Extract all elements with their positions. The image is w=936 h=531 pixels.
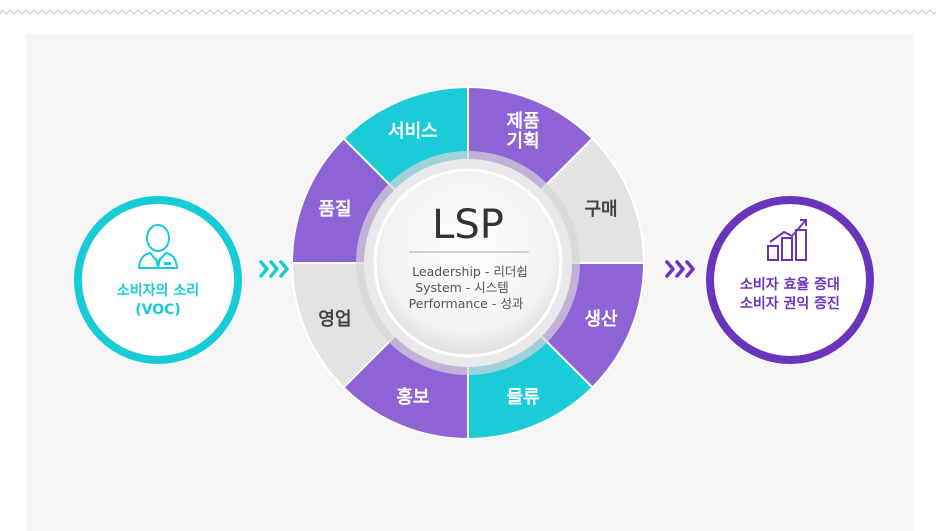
voc-label-line1: 소비자의 소리 — [117, 282, 199, 299]
benefit-label-line1: 소비자 효율 증대 — [740, 276, 840, 293]
center-item-leadership: Leadership - 리더쉽 — [412, 264, 528, 279]
benefit-label-line2: 소비자 권익 증진 — [740, 295, 840, 312]
center-item-system: System - 시스템 — [415, 280, 509, 295]
consumer-person-icon — [137, 224, 179, 269]
center-title: LSP — [432, 202, 504, 248]
segment-label-3-0: 생산 — [584, 309, 618, 330]
segment-label-1-1: 기획 — [507, 131, 540, 152]
voc-label-line2: (VOC) — [135, 302, 181, 318]
right-chevrons-icon — [665, 260, 695, 278]
segment-label-4-0: 물류 — [507, 387, 540, 408]
benefit-circle: 소비자 효율 증대 소비자 권익 증진 — [706, 196, 874, 364]
segment-label-5-0: 홍보 — [396, 386, 429, 408]
segment-label-0-0: 서비스 — [388, 121, 438, 142]
center-item-performance: Performance - 성과 — [409, 296, 524, 311]
left-chevrons-icon — [259, 260, 289, 278]
top-zigzag-border — [0, 9, 936, 15]
segment-label-2-0: 구매 — [584, 199, 617, 220]
growth-bar-chart-icon — [767, 219, 807, 261]
segment-label-7-0: 품질 — [318, 199, 351, 220]
segment-label-6-0: 영업 — [318, 309, 351, 330]
center-hub — [373, 168, 563, 358]
segment-label-1-0: 제품 — [507, 111, 540, 132]
voc-circle: 소비자의 소리 (VOC) — [74, 196, 242, 364]
